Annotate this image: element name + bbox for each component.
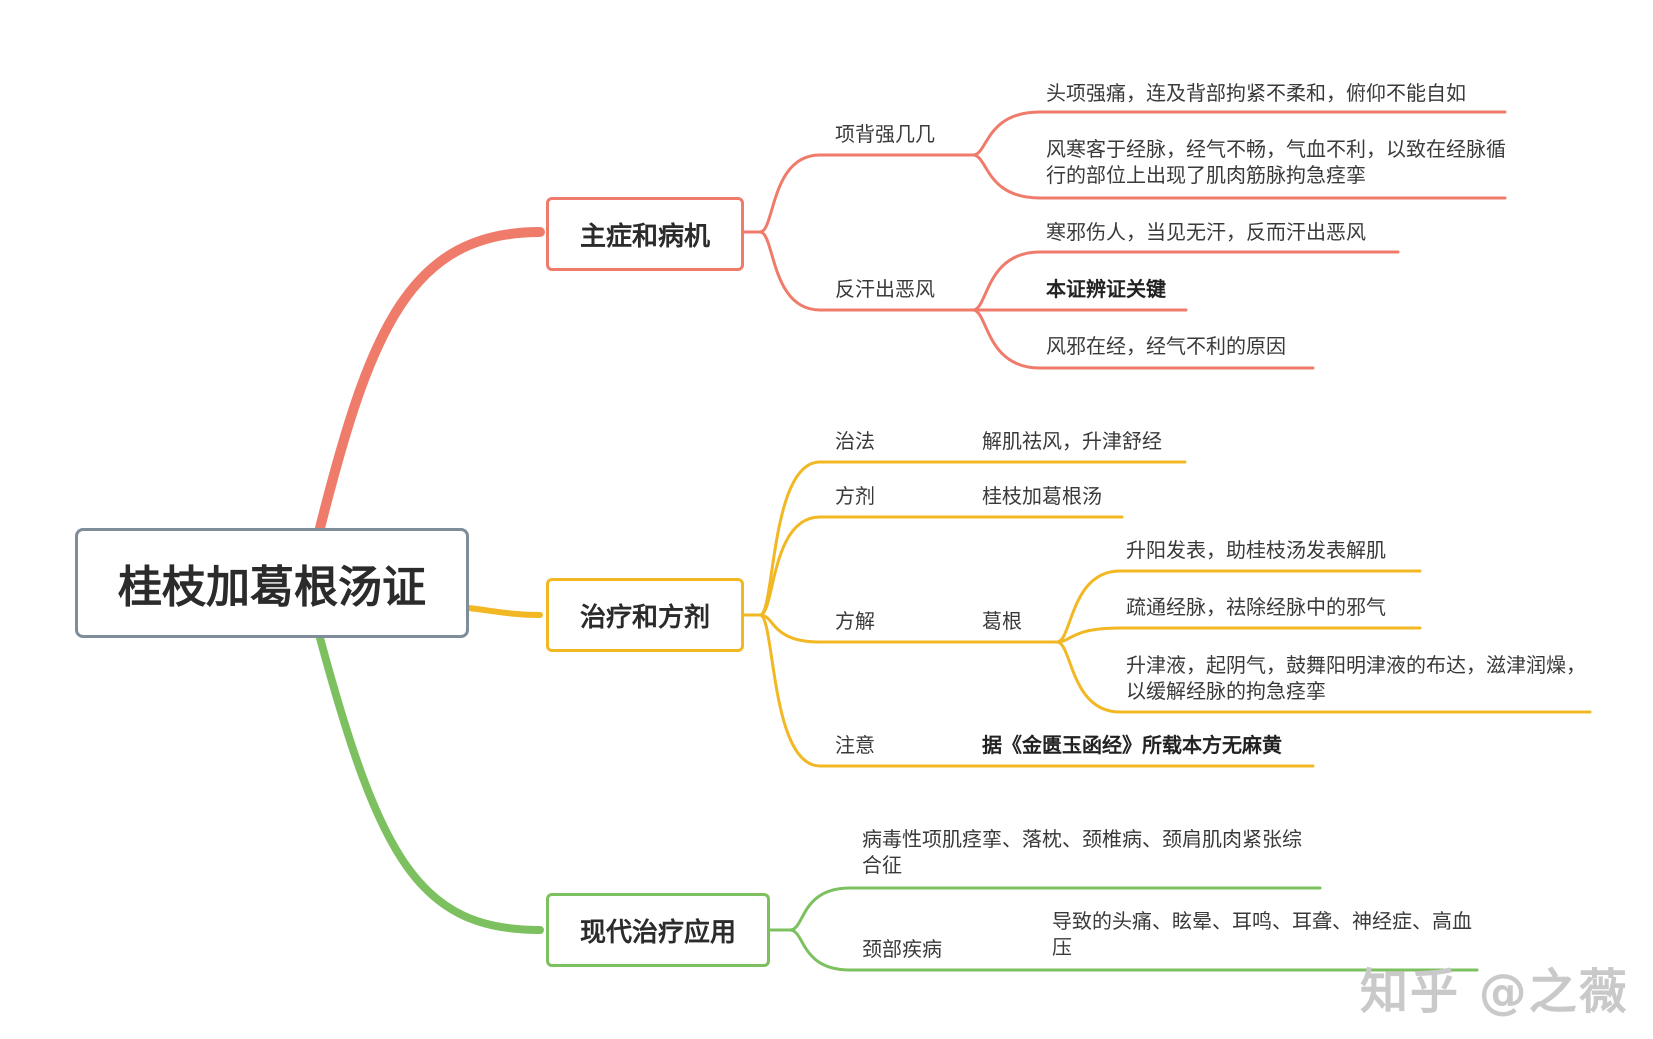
- symptom-detail-2[interactable]: 风寒客于经脉，经气不畅，气血不利，以致在经脉循行的部位上出现了肌肉筋脉拘急痉挛: [1046, 137, 1506, 187]
- formula-value[interactable]: 桂枝加葛根汤: [982, 484, 1102, 508]
- connector-root-treatment: [466, 605, 543, 618]
- herb-effect-3[interactable]: 升津液，起阴气，鼓舞阳明津液的布达，滋津润燥，以缓解经脉的拘急痉挛: [1126, 653, 1586, 703]
- connector-root-symptoms: [315, 227, 545, 533]
- connector-root-modern: [316, 634, 544, 934]
- subtopic-note[interactable]: 注意: [835, 733, 875, 757]
- explanation-herb[interactable]: 葛根: [982, 609, 1022, 633]
- note-value[interactable]: 据《金匮玉函经》所载本方无麻黄: [982, 733, 1282, 757]
- modern-application-1[interactable]: 病毒性项肌痉挛、落枕、颈椎病、颈肩肌肉紧张综合征: [862, 827, 1302, 877]
- herb-effect-2[interactable]: 疏通经脉，祛除经脉中的邪气: [1126, 595, 1386, 619]
- topic-treatment[interactable]: 治疗和方剂: [546, 578, 744, 652]
- sweating-detail-2[interactable]: 本证辨证关键: [1046, 277, 1166, 301]
- subtopic-neck-disease[interactable]: 颈部疾病: [862, 937, 942, 961]
- subtopic-formula[interactable]: 方剂: [835, 484, 875, 508]
- watermark: 知乎 @之薇: [1360, 964, 1629, 1020]
- subtopic-method[interactable]: 治法: [835, 429, 875, 453]
- method-value[interactable]: 解肌祛风，升津舒经: [982, 429, 1162, 453]
- root-topic[interactable]: 桂枝加葛根汤证: [75, 528, 469, 638]
- sweating-detail-1[interactable]: 寒邪伤人，当见无汗，反而汗出恶风: [1046, 220, 1366, 244]
- herb-effect-1[interactable]: 升阳发表，助桂枝汤发表解肌: [1126, 538, 1386, 562]
- neck-disease-detail[interactable]: 导致的头痛、眩晕、耳鸣、耳聋、神经症、高血压: [1052, 909, 1472, 959]
- sweating-detail-3[interactable]: 风邪在经，经气不利的原因: [1046, 334, 1286, 358]
- subtopic-explanation[interactable]: 方解: [835, 609, 875, 633]
- topic-modern[interactable]: 现代治疗应用: [546, 893, 770, 967]
- subtopic-sweating-aversion[interactable]: 反汗出恶风: [835, 277, 935, 301]
- subtopic-neck-stiffness[interactable]: 项背强几几: [835, 122, 935, 146]
- topic-symptoms[interactable]: 主症和病机: [546, 197, 744, 271]
- symptom-detail-1[interactable]: 头项强痛，连及背部拘紧不柔和，俯仰不能自如: [1046, 81, 1466, 105]
